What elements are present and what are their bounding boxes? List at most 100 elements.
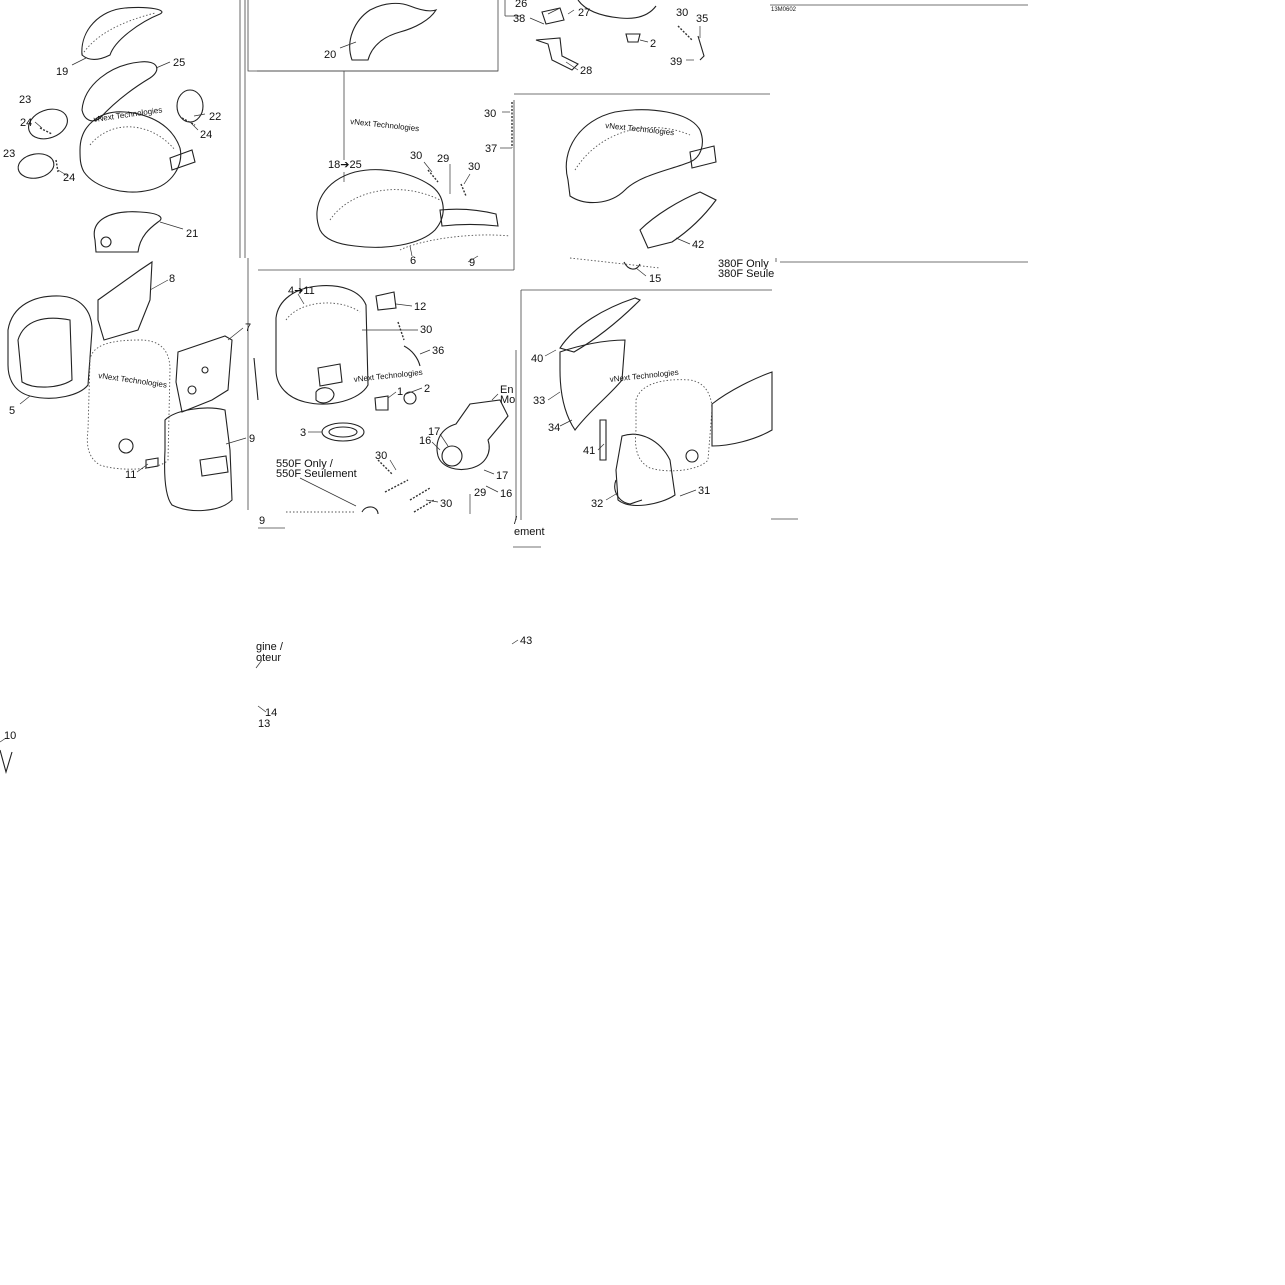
callout-27: 27 xyxy=(578,7,590,19)
callout-9c: 9 xyxy=(259,515,265,527)
note-engine-low-line1: gine / xyxy=(256,641,284,653)
engine-right xyxy=(635,379,713,472)
heat-shield-8 xyxy=(97,260,153,341)
tuned-pipe-left xyxy=(79,111,182,193)
callout-21: 21 xyxy=(186,228,198,240)
callout-32: 32 xyxy=(591,498,603,510)
callout-9b: 9 xyxy=(469,257,475,269)
callout-5: 5 xyxy=(9,405,15,417)
callout-7: 7 xyxy=(245,322,251,334)
callout-25: 25 xyxy=(173,57,185,69)
heat-shield-32 xyxy=(614,479,643,505)
note-frag-line2: ement xyxy=(514,526,545,538)
callout-11: 11 xyxy=(125,469,136,481)
heat-shield-33 xyxy=(559,339,626,431)
tuned-pipe-middle xyxy=(316,169,444,248)
watermark-5: vNext Technologies xyxy=(353,368,423,384)
callout-13: 13 xyxy=(258,718,270,730)
callout-labels: 19 25 23 24 22 24 23 24 21 8 7 5 9 11 10… xyxy=(3,0,710,742)
note-380f-line2: 380F Seule xyxy=(718,268,774,280)
callout-6: 6 xyxy=(410,255,416,267)
note-engine-low-line2: oteur xyxy=(256,652,281,664)
callout-16b: 16 xyxy=(500,488,512,500)
callout-15: 15 xyxy=(649,273,661,285)
watermark-6: vNext Technologies xyxy=(609,368,679,384)
callout-37: 37 xyxy=(485,143,497,155)
callout-14: 14 xyxy=(265,707,277,719)
callout-22: 22 xyxy=(209,111,221,123)
exhaust-manifold xyxy=(436,399,509,471)
callout-30f: 30 xyxy=(676,7,688,19)
callout-30c: 30 xyxy=(420,324,432,336)
callout-4-11: 4➔11 xyxy=(288,285,315,297)
callout-20: 20 xyxy=(324,49,336,61)
part-shapes xyxy=(0,0,773,774)
callout-2b: 2 xyxy=(650,38,656,50)
callout-18-25: 18➔25 xyxy=(328,159,362,171)
note-engine-mid-line2: Mo xyxy=(500,394,515,406)
watermark-3: vNext Technologies xyxy=(605,121,675,137)
callout-34: 34 xyxy=(548,422,560,434)
callout-33: 33 xyxy=(533,395,545,407)
callout-41: 41 xyxy=(583,445,595,457)
callout-16: 16 xyxy=(419,435,431,447)
heat-shield-40 xyxy=(559,297,641,353)
callout-43: 43 xyxy=(520,635,532,647)
note-550f-line2: 550F Seulement xyxy=(276,468,357,480)
heat-shield-7 xyxy=(175,335,233,413)
callout-8: 8 xyxy=(169,273,175,285)
callout-24c: 24 xyxy=(63,172,75,184)
watermark-4: vNext Technologies xyxy=(98,371,168,390)
callout-3: 3 xyxy=(300,427,306,439)
callout-30b: 30 xyxy=(468,161,480,173)
muffler-4 xyxy=(275,285,369,405)
callout-24b: 24 xyxy=(200,129,212,141)
note-380f-line1: 380F Only xyxy=(718,258,769,270)
callout-38: 38 xyxy=(513,13,525,25)
panel-frames xyxy=(239,0,1028,548)
gasket-3 xyxy=(321,422,365,442)
heat-shield-31 xyxy=(711,371,773,447)
callout-30d: 30 xyxy=(375,450,387,462)
callout-29b: 29 xyxy=(474,487,486,499)
callout-2: 2 xyxy=(424,383,430,395)
callout-28: 28 xyxy=(580,65,592,77)
tuned-pipe-right xyxy=(565,109,703,204)
callout-10: 10 xyxy=(4,730,16,742)
callout-17: 17 xyxy=(428,426,440,438)
cover-5 xyxy=(7,295,93,399)
watermark-1: vNext Technologies xyxy=(93,105,163,124)
callout-24: 24 xyxy=(20,117,32,129)
callout-40: 40 xyxy=(531,353,543,365)
callout-19: 19 xyxy=(56,66,68,78)
callout-23: 23 xyxy=(19,94,31,106)
heat-shield-21 xyxy=(93,211,162,253)
callout-12: 12 xyxy=(414,301,426,313)
leader-lines xyxy=(0,7,701,743)
callout-36: 36 xyxy=(432,345,444,357)
callout-1: 1 xyxy=(397,386,403,398)
callout-30g: 30 xyxy=(484,108,496,120)
note-engine-mid-line1: En xyxy=(500,384,513,396)
heat-shield-42 xyxy=(639,191,717,249)
callout-29: 29 xyxy=(437,153,449,165)
callout-42: 42 xyxy=(692,239,704,251)
heat-shield-20 xyxy=(349,2,438,61)
callout-26: 26 xyxy=(515,0,527,10)
note-frag-line1: / xyxy=(514,515,518,527)
callout-30: 30 xyxy=(410,150,422,162)
callout-9: 9 xyxy=(249,433,255,445)
callout-35: 35 xyxy=(696,13,708,25)
note-550f-line1: 550F Only / xyxy=(276,458,334,470)
callout-17b: 17 xyxy=(496,470,508,482)
heat-shield-19 xyxy=(81,6,163,61)
callout-39: 39 xyxy=(670,56,682,68)
engine-left xyxy=(86,339,171,470)
heat-shield-25 xyxy=(81,61,158,122)
heat-shield-41 xyxy=(599,419,607,461)
notes: 13M0602 380F Only 380F Seule 550F Only /… xyxy=(256,7,797,664)
callout-23b: 23 xyxy=(3,148,15,160)
watermark-2: vNext Technologies xyxy=(350,117,420,133)
callout-31: 31 xyxy=(698,485,710,497)
